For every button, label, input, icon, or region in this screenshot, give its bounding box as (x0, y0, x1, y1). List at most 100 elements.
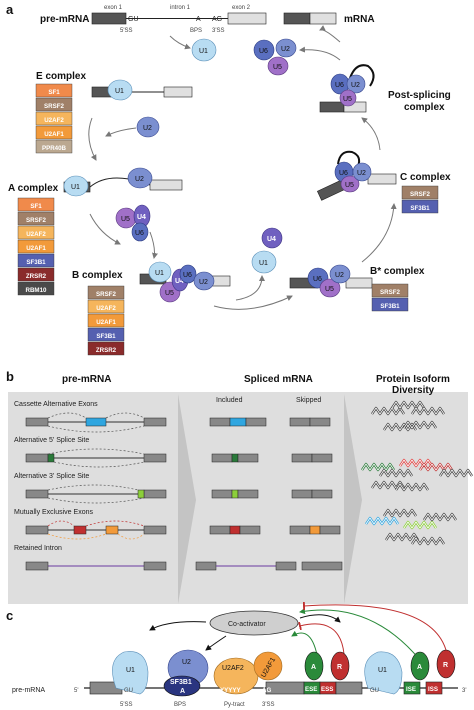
factor-label: ZRSR2 (96, 347, 117, 354)
five-prime-label: 5' (74, 688, 78, 694)
splice-junction (105, 412, 145, 419)
helix-highlight (403, 421, 437, 429)
product-exon (237, 489, 259, 499)
iss-box (425, 681, 443, 695)
alt-5ss-segment (47, 453, 55, 463)
product-alt-exon (309, 525, 321, 535)
tri-u5-label: U5 (121, 216, 130, 223)
c-pytract-label: Py-tract (224, 702, 245, 708)
product-exon (311, 453, 333, 463)
product-alt-exon (229, 417, 247, 427)
c-u2-label: U2 (357, 170, 366, 177)
c-u2-label: U2 (182, 659, 191, 666)
event-label: Retained Intron (14, 545, 62, 552)
event-exon (143, 489, 167, 499)
product-exon (291, 453, 313, 463)
c-ag-label: AG (262, 687, 271, 694)
a-u1-label: U1 (71, 184, 80, 191)
ess-label: ESS (321, 686, 333, 693)
event-label: Cassette Alternative Exons (14, 401, 98, 408)
event-label: Alternative 3' Splice Site (14, 473, 89, 480)
arrow-a-to-b (149, 231, 158, 259)
helix-highlight (419, 463, 453, 471)
mxe-exon-1 (73, 525, 87, 535)
event-exon (143, 417, 167, 427)
factor-box (401, 185, 439, 200)
u1-released (251, 250, 277, 274)
event-exon (143, 525, 167, 535)
splice-junction (53, 461, 145, 468)
helix-highlight (395, 483, 429, 491)
arrow-release (235, 275, 265, 301)
product-exon (289, 417, 311, 427)
factor-box (17, 267, 55, 282)
factor-label: U2AF2 (26, 231, 46, 238)
c-u1-label: U1 (126, 667, 135, 674)
rel-u2-label: U2 (281, 46, 290, 53)
ise-box (403, 681, 421, 695)
repressor-2 (436, 649, 456, 679)
product-exon (309, 417, 331, 427)
factor-label: ZRSR2 (26, 273, 47, 280)
splice-junction (47, 484, 139, 491)
c-u1-label-2: U1 (378, 667, 387, 674)
c-complex-title: C complex (400, 172, 451, 183)
event-exon (25, 453, 49, 463)
panel-b-letter: b (6, 369, 14, 384)
c-u6-label: U6 (339, 170, 348, 177)
factor-box (17, 197, 55, 212)
event-exon (143, 453, 167, 463)
e-u1-label: U1 (115, 88, 124, 95)
factor-box (87, 313, 125, 328)
splice-junction (47, 448, 145, 455)
sf3b1-particle (163, 675, 201, 697)
helix-highlight (411, 407, 445, 415)
c-u5-label: U5 (345, 182, 354, 189)
mrna-title: mRNA (344, 14, 375, 25)
factor-box (17, 281, 55, 296)
factor-label: SRSF2 (410, 191, 431, 198)
helix-highlight (423, 513, 457, 521)
protein-isoforms (361, 400, 473, 546)
event-exon (25, 561, 49, 571)
helix-highlight (403, 521, 437, 529)
arrow-e-to-a (88, 117, 97, 161)
post-splicing-schematic: U6 U2 U5 (319, 64, 375, 113)
mrna-schematic: mRNA (283, 12, 375, 25)
factor-box (371, 283, 409, 298)
factor-label: RBM10 (26, 287, 48, 294)
factor-label: SF3B1 (26, 259, 46, 266)
exon2-label: exon 2 (232, 5, 251, 11)
ss5-label: 5'SS (120, 28, 133, 34)
helix-highlight (383, 509, 417, 517)
helix-highlight (379, 469, 413, 477)
u2-free-particle (136, 116, 160, 138)
event-label: Alternative 5' Splice Site (14, 437, 89, 444)
chevron-2 (344, 394, 362, 604)
factor-box (87, 341, 125, 356)
b-u4-label: U4 (175, 278, 184, 285)
b-u6-label: U6 (183, 272, 192, 279)
repressor-line-2 (302, 601, 447, 651)
factor-box (87, 285, 125, 300)
product-alt-exon (229, 525, 241, 535)
coactivator-arrow-right (299, 614, 341, 623)
factor-box (35, 125, 73, 140)
intron1-label: intron 1 (170, 5, 191, 11)
post-u5-label: U5 (343, 96, 352, 103)
ss3-label: 3'SS (212, 28, 225, 34)
b-u1-label: U1 (155, 270, 164, 277)
iss-label: ISS (428, 686, 438, 693)
factor-box (35, 111, 73, 126)
factor-box (17, 225, 55, 240)
product-exon (301, 561, 343, 571)
u1-free-particle (191, 38, 217, 62)
product-exon (245, 417, 267, 427)
factor-label: SF1 (30, 203, 42, 210)
splice-junction (47, 412, 87, 419)
bstar-u2-label: U2 (335, 272, 344, 279)
